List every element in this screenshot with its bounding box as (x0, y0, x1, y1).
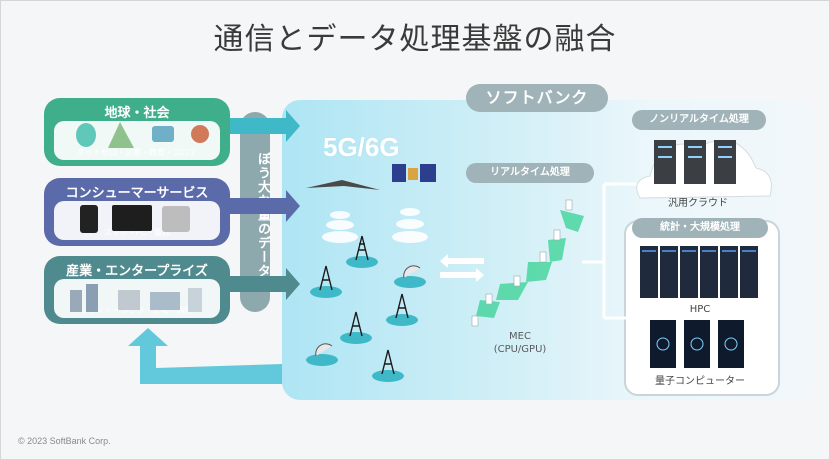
copyright: © 2023 SoftBank Corp. (18, 436, 111, 446)
page-title: 通信とデータ処理基盤の融合 (213, 22, 617, 57)
signal-beam (322, 208, 428, 243)
connector-line (582, 182, 640, 320)
satellite-icon (392, 164, 436, 182)
japan-map-icon (476, 210, 584, 318)
smartphone-icon (80, 205, 98, 233)
quantum-label: 量子コンピューター (655, 376, 745, 387)
hpc-label: HPC (689, 304, 711, 315)
category-consumer: コンシューマーサービス スマホ・PC・電話 (44, 178, 230, 246)
building-icon (70, 290, 82, 312)
factory-icon (150, 292, 180, 310)
server-rack-icon (654, 140, 736, 184)
category-arrow (230, 190, 300, 222)
satellite-dish-icon (306, 265, 426, 366)
mec-title: MEC (509, 331, 531, 342)
generation-label: 5G/6G (323, 132, 400, 162)
mec-server-icon (471, 199, 573, 327)
bidirectional-arrow (440, 254, 484, 282)
drone-plane-icon (306, 180, 380, 190)
category-title: コンシューマーサービス (65, 186, 209, 201)
train-icon (118, 290, 140, 310)
cloud-label: 汎用クラウド (668, 198, 728, 209)
quantum-computer-icon (650, 320, 744, 368)
phone-icon (162, 206, 190, 232)
hpc-highlight (642, 250, 756, 252)
laptop-icon (112, 205, 152, 231)
cell-tower-icon (310, 235, 418, 382)
feedback-arrow (128, 328, 282, 384)
mec-subtitle: (CPU/GPU) (493, 344, 547, 355)
non-realtime-label: ノンリアルタイム処理 (632, 110, 766, 130)
enterprise-icons (70, 284, 202, 312)
consumer-icons (80, 205, 190, 233)
category-subtitle: スマホ・PC・電話 (103, 228, 171, 237)
earth-society-icons (76, 122, 209, 148)
category-title: 地球・社会 (104, 106, 170, 121)
big-data-label: ぼう大な量のデータ (255, 152, 270, 278)
category-arrow (230, 110, 300, 142)
server-rack-lights (658, 146, 732, 158)
category-title: 産業・エンタープライズ (66, 264, 208, 279)
category-arrow (230, 268, 300, 300)
realtime-label: リアルタイム処理 (466, 163, 594, 183)
category-subtitle: ネットゼロ・災害・教育・コロナ (77, 148, 197, 157)
mec-label: MEC (CPU/GPU) (470, 330, 570, 356)
category-subtitle: シティ・インフラ・工場・病院 (81, 306, 193, 315)
stats-processing-label: 統計・大規模処理 (632, 218, 768, 238)
softbank-label: ソフトバンク (466, 84, 608, 112)
hospital-icon (188, 288, 202, 312)
hpc-icon (640, 246, 758, 298)
